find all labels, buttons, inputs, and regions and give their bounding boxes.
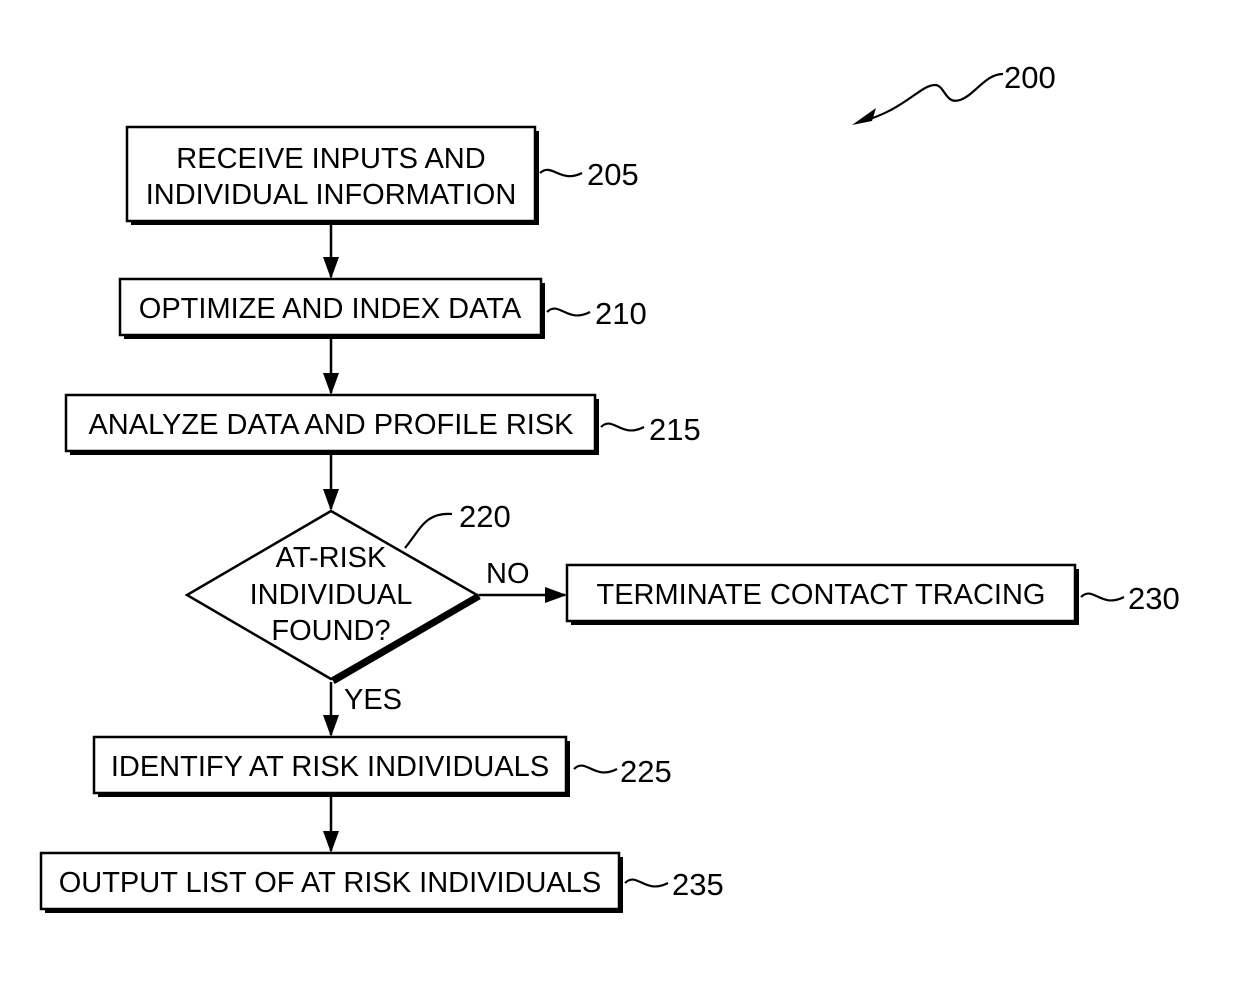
figure-ref-squiggle xyxy=(860,74,1003,122)
figure-ref-label: 200 xyxy=(1004,60,1056,95)
ref-235-leader xyxy=(625,880,668,887)
step-optimize-index: OPTIMIZE AND INDEX DATA 210 xyxy=(120,279,647,339)
step-receive-line1: RECEIVE INPUTS AND xyxy=(176,143,485,175)
branch-yes-label: YES xyxy=(344,684,402,716)
ref-220-leader xyxy=(405,514,452,548)
ref-215-leader xyxy=(601,424,644,431)
step-receive-inputs: RECEIVE INPUTS AND INDIVIDUAL INFORMATIO… xyxy=(127,127,639,225)
ref-210-leader xyxy=(547,309,590,316)
ref-235: 235 xyxy=(672,867,724,902)
step-identify-individuals: IDENTIFY AT RISK INDIVIDUALS 225 xyxy=(94,737,672,797)
step-receive-line2: INDIVIDUAL INFORMATION xyxy=(146,179,517,211)
ref-215: 215 xyxy=(649,412,701,447)
branch-no-label: NO xyxy=(486,558,530,590)
step-analyze-label: ANALYZE DATA AND PROFILE RISK xyxy=(88,409,574,441)
decision-line3: FOUND? xyxy=(271,615,390,647)
step-analyze-profile: ANALYZE DATA AND PROFILE RISK 215 xyxy=(66,395,701,455)
decision-line2: INDIVIDUAL xyxy=(250,579,413,611)
step-identify-label: IDENTIFY AT RISK INDIVIDUALS xyxy=(111,751,549,783)
ref-205-leader xyxy=(540,170,582,176)
decision-line1: AT-RISK xyxy=(276,542,387,574)
ref-205: 205 xyxy=(587,157,639,192)
step-output-label: OUTPUT LIST OF AT RISK INDIVIDUALS xyxy=(59,867,602,899)
decision-at-risk-found: AT-RISK INDIVIDUAL FOUND? 220 xyxy=(187,499,511,681)
ref-220: 220 xyxy=(459,499,511,534)
figure-ref-arrowhead xyxy=(852,108,876,125)
step-terminate-tracing: TERMINATE CONTACT TRACING 230 xyxy=(567,565,1180,625)
ref-225-leader xyxy=(574,766,617,773)
ref-230: 230 xyxy=(1128,581,1180,616)
ref-210: 210 xyxy=(595,296,647,331)
ref-225: 225 xyxy=(620,754,672,789)
figure-ref-200: 200 xyxy=(852,60,1056,125)
ref-230-leader xyxy=(1081,594,1124,601)
step-output-list: OUTPUT LIST OF AT RISK INDIVIDUALS 235 xyxy=(41,853,724,913)
step-optimize-label: OPTIMIZE AND INDEX DATA xyxy=(139,293,522,325)
step-terminate-label: TERMINATE CONTACT TRACING xyxy=(597,579,1046,611)
